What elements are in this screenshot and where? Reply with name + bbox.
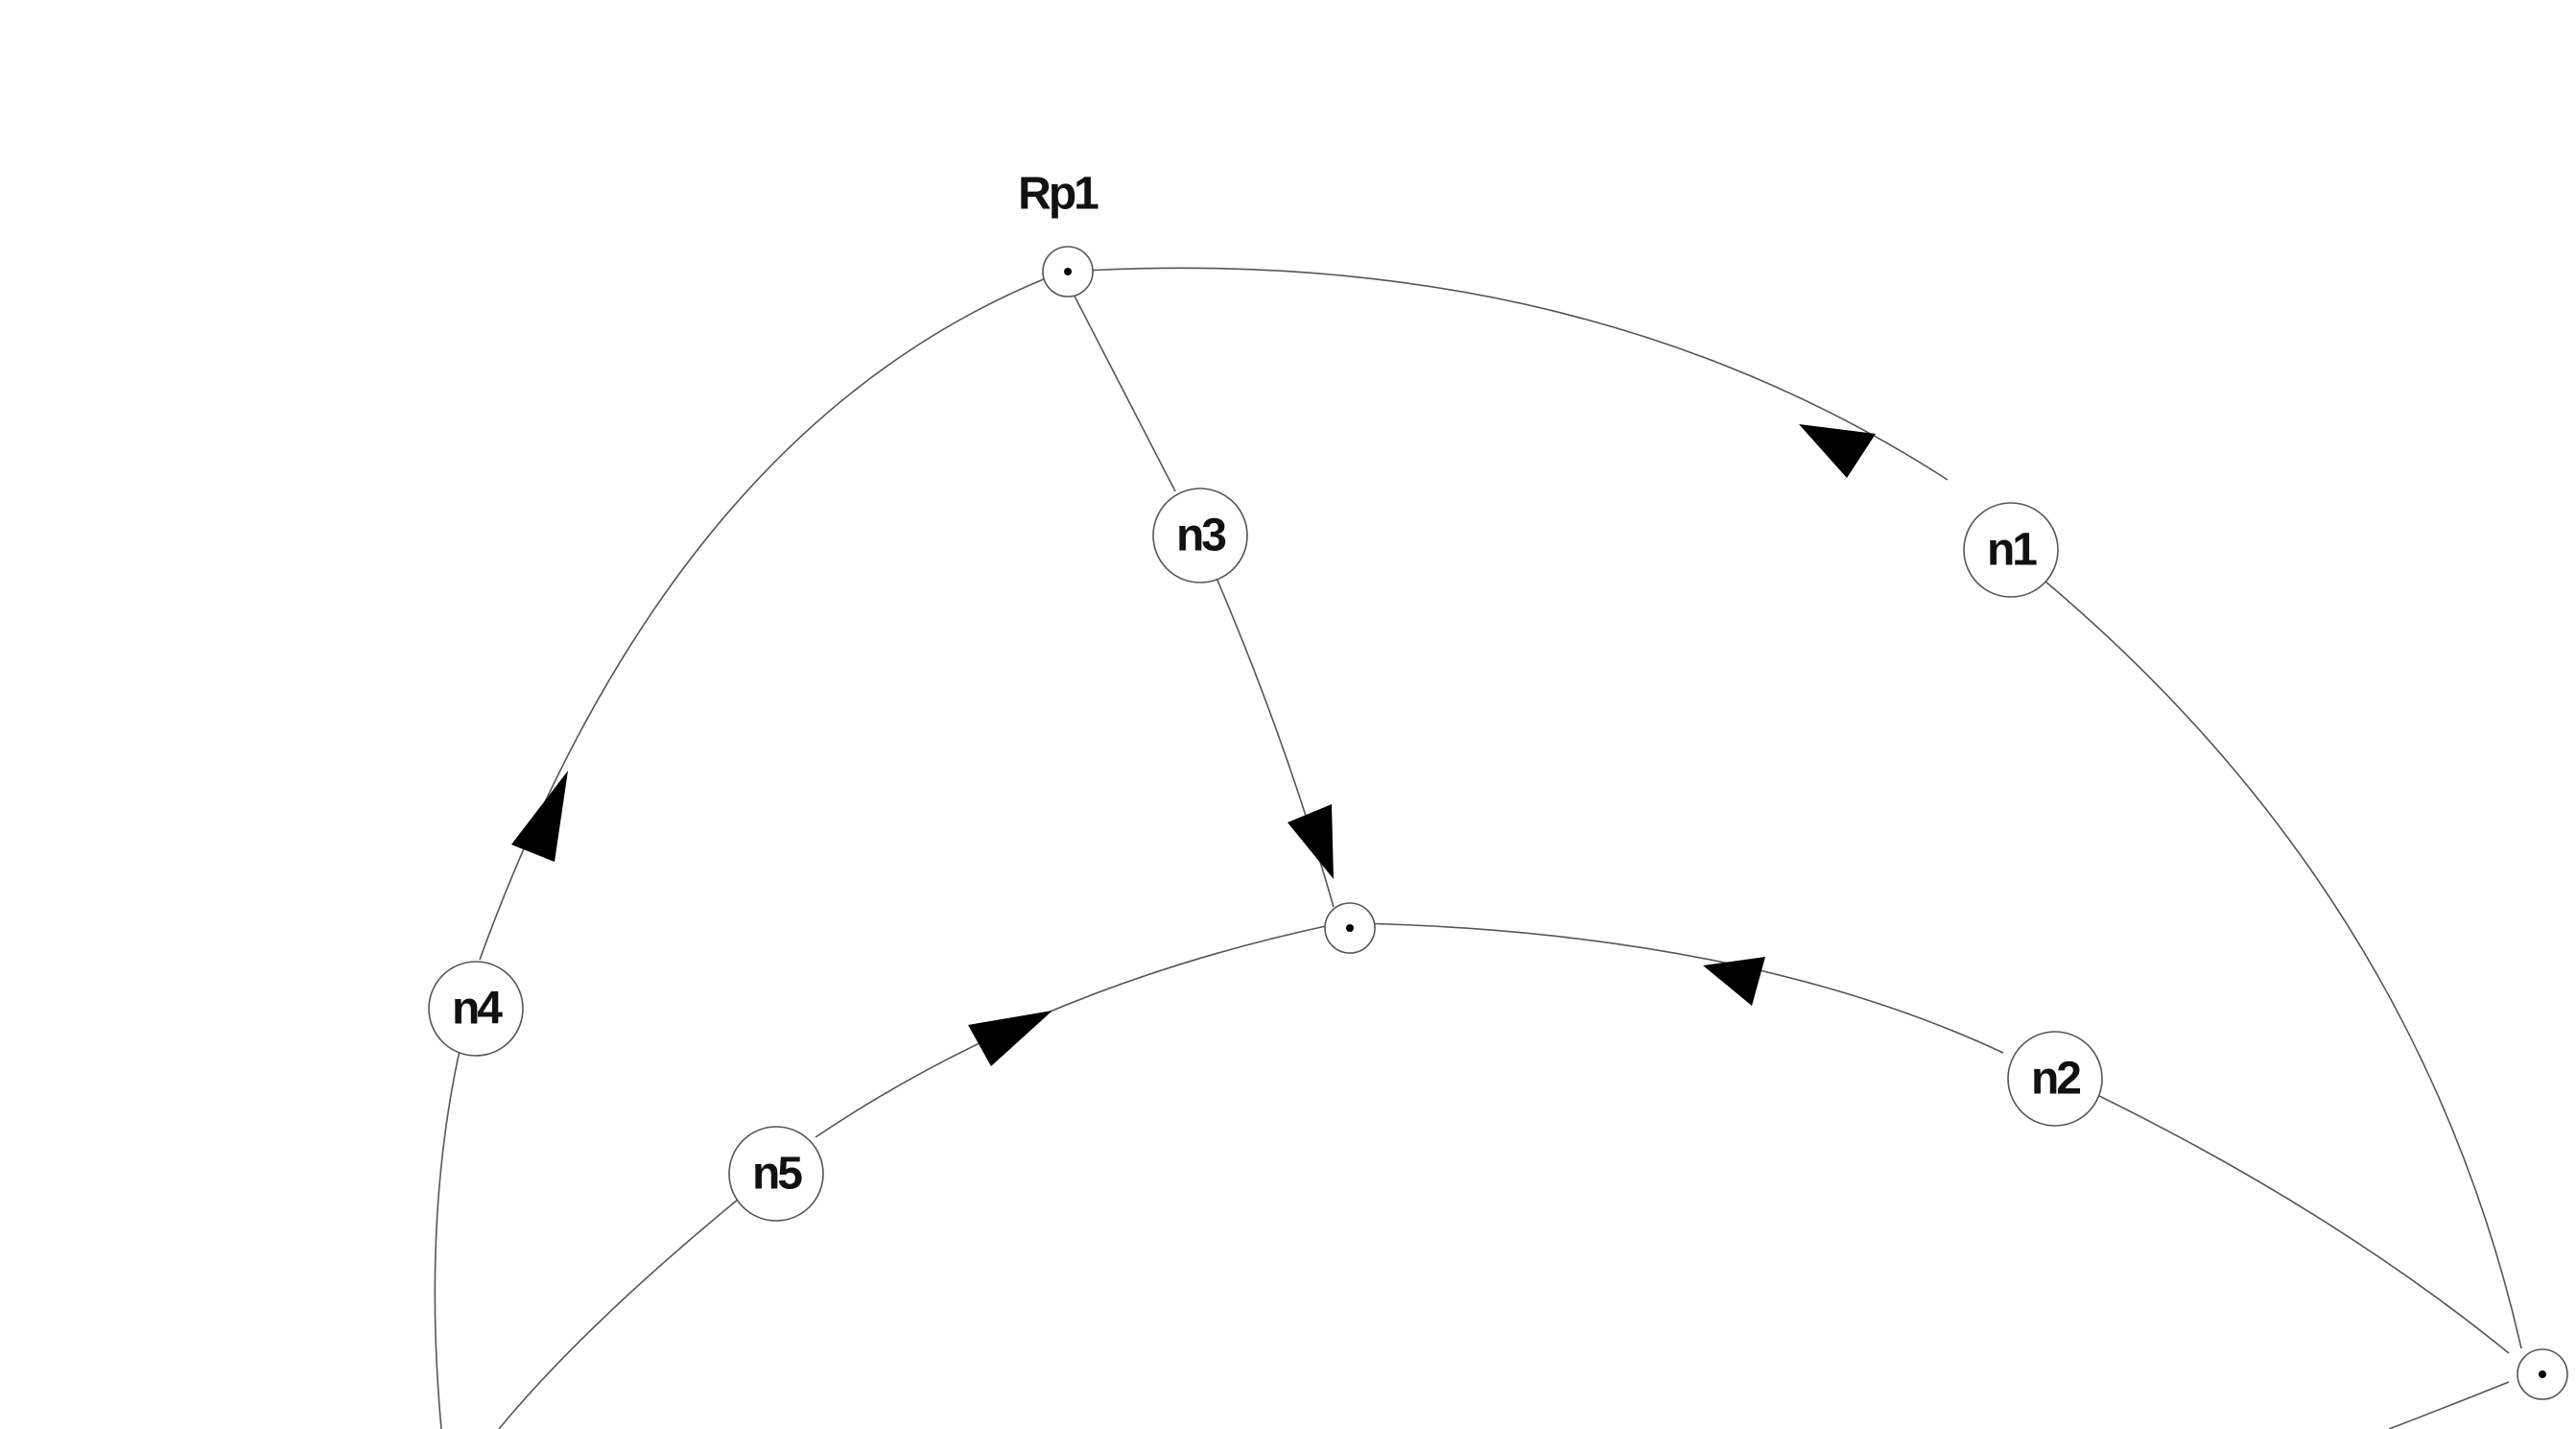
edge-n5-down	[498, 1194, 744, 1429]
edge-center-hub-to-n5	[815, 925, 1327, 1138]
label-n1: n1	[1987, 525, 2037, 576]
node-n5	[728, 1126, 824, 1222]
label-rp1: Rp1	[1018, 169, 1099, 220]
node-n4	[428, 961, 524, 1057]
node-n3	[1152, 488, 1248, 584]
label-n3: n3	[1176, 511, 1225, 561]
arrow-n4-to-rp1	[511, 771, 568, 862]
node-n2	[2007, 1031, 2103, 1127]
arrow-n5-to-center-hub	[968, 1011, 1052, 1066]
edge-n4-down	[434, 1045, 461, 1429]
hub-rp1-dot	[1064, 268, 1072, 275]
edge-right-hub-down	[2388, 1381, 2510, 1429]
arrow-n2-to-center-hub	[1703, 957, 1765, 1006]
edge-rp1-to-n4	[479, 277, 1047, 961]
edge-rp1-to-n3	[1067, 282, 1176, 492]
edge-center-hub-to-n2	[1359, 922, 2004, 1054]
edge-n1-to-right-hub	[2038, 575, 2522, 1349]
hub-center-dot	[1346, 924, 1354, 932]
label-n4: n4	[452, 984, 503, 1035]
arrow-n3-to-center-hub	[1288, 804, 1334, 879]
node-n1	[1963, 502, 2059, 598]
edge-n2-to-right-hub	[2091, 1091, 2510, 1354]
label-n5: n5	[752, 1149, 802, 1200]
edge-rp1-to-n1	[1083, 267, 1949, 481]
hub-right-dot	[2539, 1370, 2546, 1378]
arrow-n1-to-rp1	[1799, 424, 1876, 478]
label-n2: n2	[2031, 1054, 2080, 1105]
